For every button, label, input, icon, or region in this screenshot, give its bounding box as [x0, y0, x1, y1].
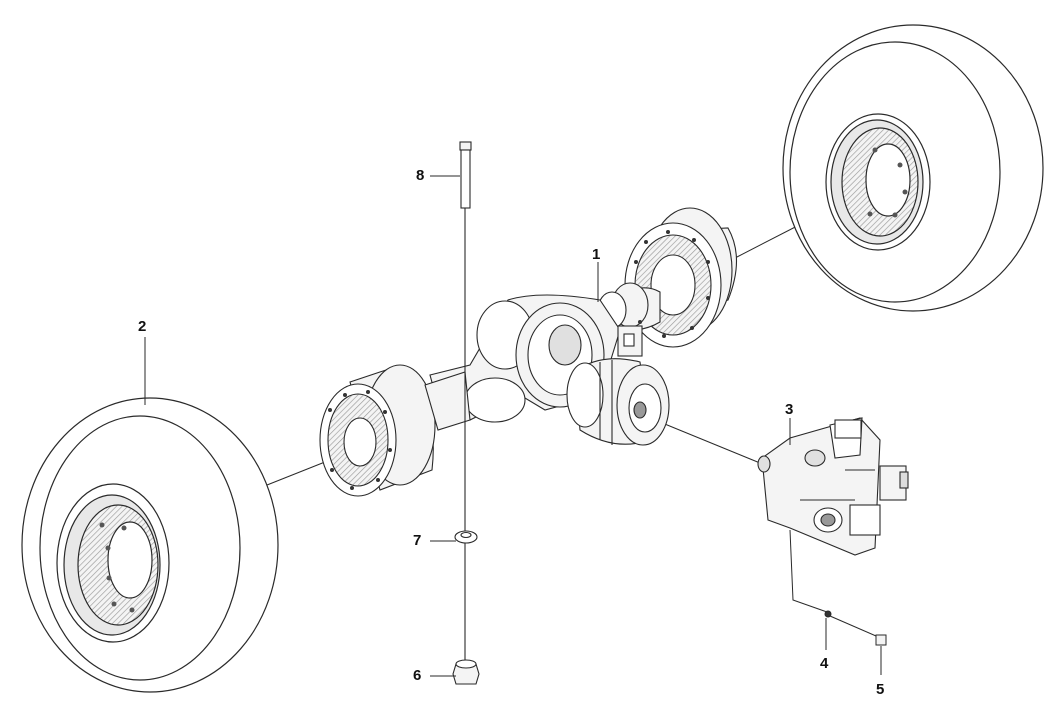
- callout-3: 3: [785, 401, 794, 418]
- callout-8: 8: [416, 167, 425, 184]
- callout-2: 2: [138, 318, 147, 335]
- screw-and-ball: [824, 610, 887, 646]
- callout-4: 4: [820, 655, 829, 672]
- left-hub-assembly: [319, 364, 471, 497]
- callout-7: 7: [413, 532, 422, 549]
- left-wheel-tire: [21, 397, 279, 693]
- bolt-nut-assembly: [452, 141, 480, 685]
- right-hub-assembly: [597, 207, 737, 348]
- callout-1: 1: [592, 246, 601, 263]
- right-wheel-tire: [782, 24, 1044, 312]
- leader-lines: [144, 175, 882, 677]
- hydraulic-motor: [757, 417, 909, 556]
- drive-coupling: [566, 358, 670, 446]
- callout-5: 5: [876, 681, 885, 698]
- callout-6: 6: [413, 667, 422, 684]
